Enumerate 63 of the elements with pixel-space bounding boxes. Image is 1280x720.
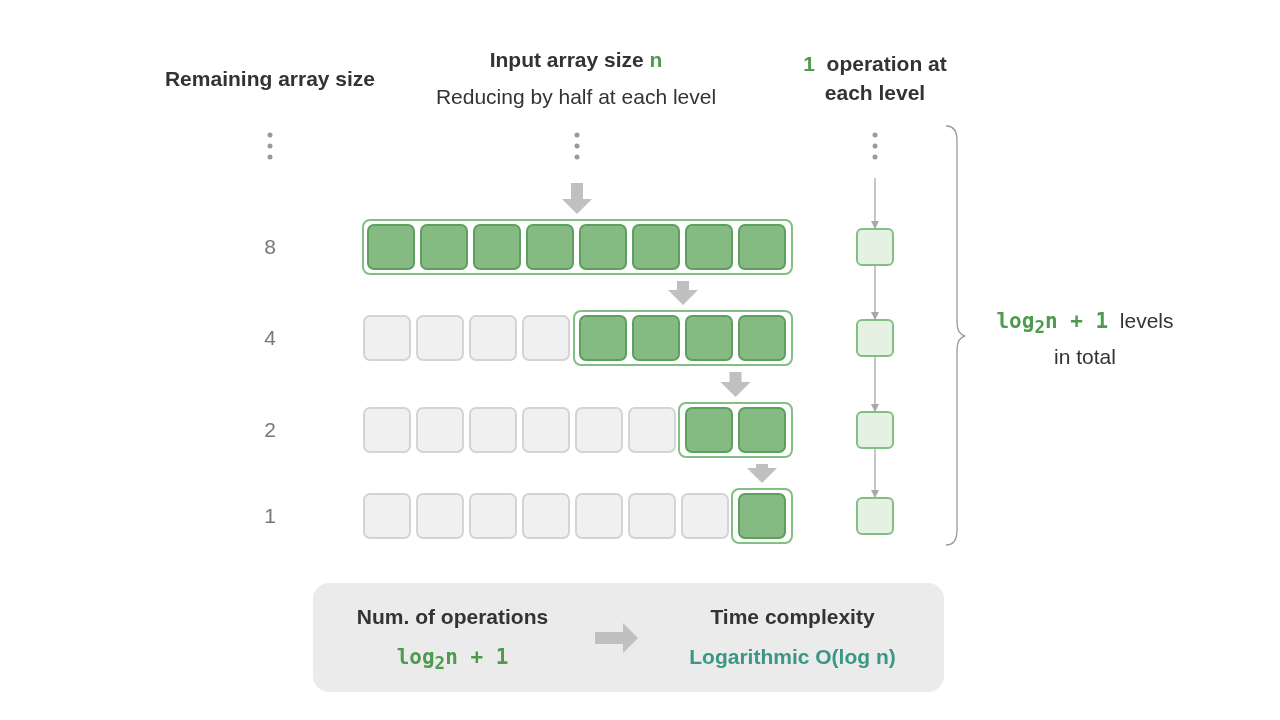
array-cell: [363, 493, 411, 539]
array-cell: [363, 315, 411, 361]
array-cell: [738, 493, 786, 539]
heading-text: Time complexity: [709, 605, 876, 629]
array-cell: [579, 315, 627, 361]
array-cell: [579, 224, 627, 270]
array-cell: [363, 407, 411, 453]
operation-box: [856, 319, 894, 357]
column-heading: Input array size n: [488, 47, 664, 73]
highlight-frame: [362, 219, 793, 275]
formula-text: log$_{2}$n + 1: [395, 645, 510, 674]
array-cell: [416, 493, 464, 539]
operation-box: [856, 497, 894, 535]
arrow: [720, 372, 751, 397]
array-cell: [469, 407, 517, 453]
array-cell: [575, 493, 623, 539]
array-cell: [526, 224, 574, 270]
array-cell: [628, 493, 676, 539]
array-cell: [367, 224, 415, 270]
array-cell: [738, 315, 786, 361]
array-cell: [522, 407, 570, 453]
array-cell: [681, 493, 729, 539]
array-cell: [738, 224, 786, 270]
size-label: 8: [263, 234, 277, 260]
array-cell: [469, 493, 517, 539]
arrow: [595, 623, 638, 653]
array-cell: [473, 224, 521, 270]
formula-text: Logarithmic O(log n): [688, 645, 897, 669]
array-cell: [416, 315, 464, 361]
array-cell: [469, 315, 517, 361]
arrow: [871, 177, 879, 229]
heading-text: Num. of operations: [355, 605, 550, 629]
array-cell: [632, 315, 680, 361]
column-heading: 1 operation at each level: [802, 51, 948, 106]
array-cell: [420, 224, 468, 270]
array-cell: [685, 407, 733, 453]
highlight-frame: [731, 488, 793, 544]
array-cell: [522, 493, 570, 539]
size-label: 1: [263, 503, 277, 529]
array-cell: [575, 407, 623, 453]
arrow: [871, 448, 879, 498]
array-cell: [685, 224, 733, 270]
operation-box: [856, 411, 894, 449]
column-heading: Remaining array size: [163, 66, 377, 92]
arrow: [562, 183, 592, 214]
highlight-frame: [678, 402, 793, 458]
arrow: [668, 281, 698, 305]
highlight-frame: [573, 310, 793, 366]
array-cell: [685, 315, 733, 361]
array-cell: [522, 315, 570, 361]
arrow: [747, 464, 777, 483]
arrow: [871, 356, 879, 412]
array-cell: [632, 224, 680, 270]
array-cell: [416, 407, 464, 453]
summary-panel: [313, 583, 944, 692]
column-subheading: Reducing by half at each level: [434, 84, 718, 110]
size-label: 4: [263, 325, 277, 351]
array-cell: [738, 407, 786, 453]
operation-box: [856, 228, 894, 266]
arrow: [871, 265, 879, 320]
size-label: 2: [263, 417, 277, 443]
level-count-text: log$_{2}$n + 1 levels in total: [995, 308, 1175, 371]
array-cell: [628, 407, 676, 453]
